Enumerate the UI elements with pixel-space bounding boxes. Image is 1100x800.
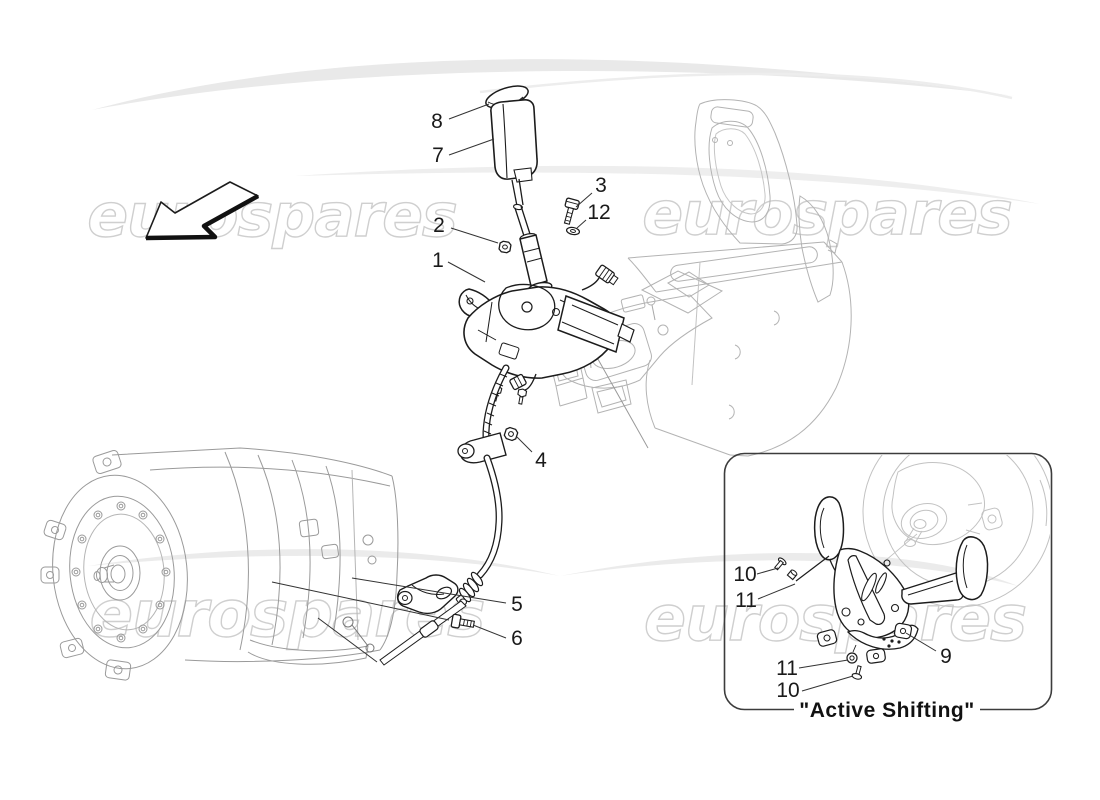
callout-11-top: 11 [735, 583, 796, 612]
watermark-top-left: eurospares [87, 181, 456, 251]
callout-5: 5 [511, 593, 523, 616]
callout-7: 7 [432, 138, 495, 167]
active-shifting-inset: "Active Shifting" [723, 452, 1053, 722]
gearbox-drawing [40, 447, 399, 681]
callout-10-top: 10 [733, 563, 779, 586]
svg-text:4: 4 [535, 449, 547, 472]
svg-text:2: 2 [433, 214, 445, 237]
callout-10-bottom: 10 [776, 675, 854, 702]
svg-text:11: 11 [735, 589, 757, 612]
callout-8: 8 [431, 103, 490, 133]
callout-2: 2 [433, 214, 499, 244]
svg-text:12: 12 [587, 201, 610, 224]
lever-nut-drawing [498, 240, 512, 254]
shifter-assembly-drawing [458, 85, 635, 405]
svg-text:7: 7 [432, 144, 444, 167]
callout-12: 12 [576, 201, 611, 229]
svg-text:6: 6 [511, 627, 523, 650]
callout-9: 9 [905, 632, 952, 668]
paddle-bracket-drawing [774, 496, 989, 680]
callout-1: 1 [432, 249, 486, 283]
callout-4: 4 [516, 436, 547, 472]
gear-cable-drawing [271, 364, 519, 666]
svg-text:10: 10 [776, 679, 799, 702]
svg-text:5: 5 [511, 593, 523, 616]
callout-11-bottom: 11 [776, 657, 849, 680]
direction-arrow-icon [145, 181, 260, 241]
svg-text:11: 11 [776, 657, 798, 680]
mount-bolt-drawing [563, 197, 581, 236]
callout-6: 6 [472, 624, 523, 650]
steering-wheel-drawing [862, 455, 1050, 608]
svg-text:10: 10 [733, 563, 756, 586]
callout-3: 3 [575, 174, 607, 208]
watermark-top-right: eurospares [642, 179, 1011, 249]
cable-bracket-drawing [396, 574, 459, 615]
background-swooshes [88, 59, 1040, 586]
inset-title: "Active Shifting" [799, 699, 974, 722]
svg-text:9: 9 [940, 645, 952, 668]
callouts: 8 7 3 12 2 1 4 5 6 10 11 11 10 9 [431, 103, 952, 702]
svg-text:8: 8 [431, 110, 443, 133]
center-console-drawing [549, 99, 852, 457]
svg-text:1: 1 [432, 249, 444, 272]
svg-text:3: 3 [595, 174, 607, 197]
